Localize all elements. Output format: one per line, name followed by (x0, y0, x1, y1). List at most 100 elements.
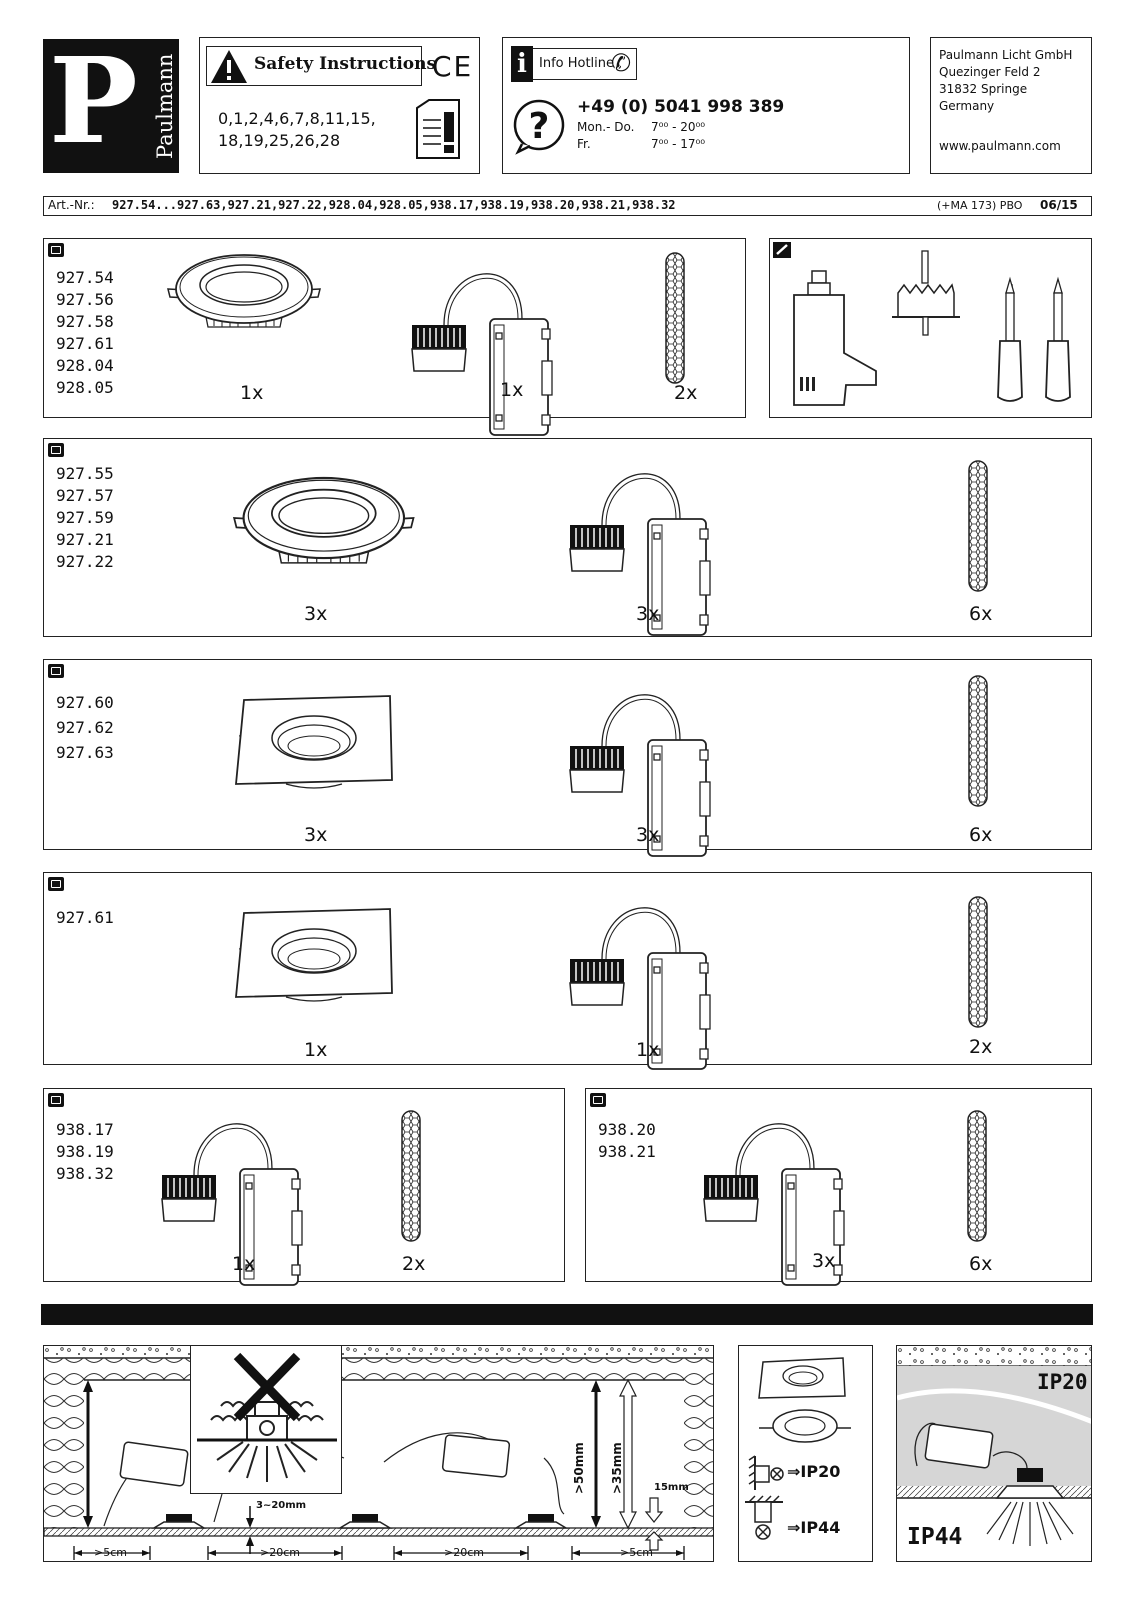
kit-3-codes: 927.60 927.62 927.63 (56, 690, 114, 765)
ip20-rating: ⇒IP20 (787, 1462, 841, 1481)
qty-label: 1x (240, 382, 264, 404)
qty-label: 2x (674, 382, 698, 404)
installation-diagram: >5cm >20cm >20cm >5cm 3~20mm >50mm >35mm… (43, 1345, 714, 1562)
no-insulation-warning (190, 1346, 342, 1494)
kit-code: 927.61 (56, 908, 114, 927)
tools-panel (769, 238, 1092, 418)
dowel-drawing (968, 896, 988, 1028)
kit-panel-4: 927.61 1x 1x 2x (43, 872, 1092, 1070)
led-module-drawing (161, 1122, 303, 1286)
kit-code: 938.21 (598, 1142, 656, 1161)
art-label: Art.-Nr.: (48, 198, 95, 212)
art-date: 06/15 (1040, 198, 1078, 212)
kit-4-codes: 927.61 (56, 907, 114, 929)
ip-zone-drawing (897, 1346, 1091, 1546)
section-divider (41, 1304, 1093, 1325)
screwdrivers-icon (997, 276, 1071, 402)
kit-1-codes: 927.54 927.56 927.58 927.61 928.04 928.0… (56, 267, 114, 399)
hotline-title: Info Hotline (539, 56, 615, 71)
dim-spacing-1: >20cm (260, 1546, 300, 1559)
round-frame-drawing (233, 476, 415, 564)
hotline-title-frame (533, 48, 637, 80)
dim-depth-15: 15mm (654, 1482, 689, 1493)
package-icon (48, 664, 64, 678)
led-module-drawing (569, 906, 711, 1070)
drill-icon (793, 270, 877, 406)
hotline-hours-1: 7⁰⁰ - 20⁰⁰ (651, 120, 706, 134)
document-warning-icon (416, 99, 460, 159)
led-module-drawing (411, 272, 553, 436)
kit-2-codes: 927.55 927.57 927.59 927.21 927.22 (56, 463, 114, 573)
qty-label: 6x (969, 603, 993, 625)
kit-panel-5: 938.17 938.19 938.32 1x 2x (43, 1088, 565, 1286)
package-icon (590, 1093, 606, 1107)
led-module-drawing (703, 1122, 845, 1286)
logo-letter: P (49, 31, 138, 170)
address-web: www.paulmann.com (939, 139, 1061, 153)
dowel-drawing (401, 1110, 421, 1242)
dim-edge-left: >5cm (94, 1546, 127, 1559)
safety-numbers-line1: 0,1,2,4,6,7,8,11,15, (218, 109, 376, 128)
qty-label: 3x (636, 824, 660, 846)
article-number-bar: Art.-Nr.: 927.54...927.63,927.21,927.22,… (43, 196, 1092, 216)
svg-text:?: ? (529, 106, 550, 147)
question-bubble-icon: ? (513, 99, 565, 155)
ip-zone-label-top: IP20 (1037, 1370, 1088, 1394)
kit-panel-6: 938.20 938.21 3x 6x (585, 1088, 1092, 1286)
art-ref: (+MA 173) PBO (937, 199, 1023, 212)
screwdriver-tool-icon (773, 242, 791, 258)
kit-5-codes: 938.17 938.19 938.32 (56, 1119, 114, 1185)
safety-title-frame (206, 46, 422, 86)
info-icon: i (511, 46, 533, 82)
ip44-rating: ⇒IP44 (787, 1518, 841, 1537)
led-module-drawing (569, 472, 711, 636)
kit-code: 927.54 (56, 268, 114, 287)
kit-code: 927.63 (56, 743, 114, 762)
kit-code: 927.22 (56, 552, 114, 571)
address-line-1: Paulmann Licht GmbH (939, 48, 1073, 62)
safety-numbers-line2: 18,19,25,26,28 (218, 131, 341, 150)
square-frame-small-icon (758, 1357, 846, 1399)
dim-thickness: 3~20mm (256, 1500, 307, 1511)
dim-spacing-2: >20cm (444, 1546, 484, 1559)
kit-code: 927.58 (56, 312, 114, 331)
hotline-phone: +49 (0) 5041 998 389 (577, 97, 785, 117)
hotline-hours-2: 7⁰⁰ - 17⁰⁰ (651, 137, 706, 151)
kit-code: 927.62 (56, 718, 114, 737)
qty-label: 1x (232, 1253, 256, 1275)
kit-code: 927.60 (56, 693, 114, 712)
qty-label: 1x (636, 1039, 660, 1061)
package-icon (48, 243, 64, 257)
warning-icon (211, 50, 247, 83)
kit-code: 927.61 (56, 334, 114, 353)
ip-zone-panel: IP20 IP44 (896, 1345, 1092, 1562)
qty-label: 1x (304, 1039, 328, 1061)
kit-6-codes: 938.20 938.21 (598, 1119, 656, 1163)
address-line-3: 31832 Springe (939, 82, 1028, 96)
phone-handset-icon: ✆ (611, 49, 632, 77)
kit-code: 928.04 (56, 356, 114, 375)
ceiling-cross-section (44, 1346, 713, 1560)
address-line-4: Germany (939, 99, 995, 113)
art-numbers: 927.54...927.63,927.21,927.22,928.04,928… (112, 198, 676, 212)
dim-edge-right: >5cm (620, 1546, 653, 1559)
dim-depth-35: >35mm (610, 1442, 624, 1494)
qty-label: 3x (304, 603, 328, 625)
logo-name: Paulmann (153, 53, 177, 159)
kit-code: 938.20 (598, 1120, 656, 1139)
kit-panel-3: 927.60 927.62 927.63 3x 3x 6x (43, 659, 1092, 857)
kit-panel-2: 927.55 927.57 927.59 927.21 927.22 3x 3x… (43, 438, 1092, 637)
package-icon (48, 443, 64, 457)
hole-saw-icon (892, 250, 960, 336)
hotline-day-2: Fr. (577, 137, 591, 151)
address-box: Paulmann Licht GmbH Quezinger Feld 2 318… (930, 37, 1092, 174)
kit-code: 928.05 (56, 378, 114, 397)
kit-code: 938.17 (56, 1120, 114, 1139)
safety-instructions-box: Safety Instructions CE 0,1,2,4,6,7,8,11,… (199, 37, 480, 174)
round-frame-drawing (167, 254, 321, 328)
qty-label: 6x (969, 824, 993, 846)
kit-code: 927.21 (56, 530, 114, 549)
qty-label: 3x (636, 603, 660, 625)
dowel-drawing (968, 460, 988, 592)
qty-label: 2x (402, 1253, 426, 1275)
